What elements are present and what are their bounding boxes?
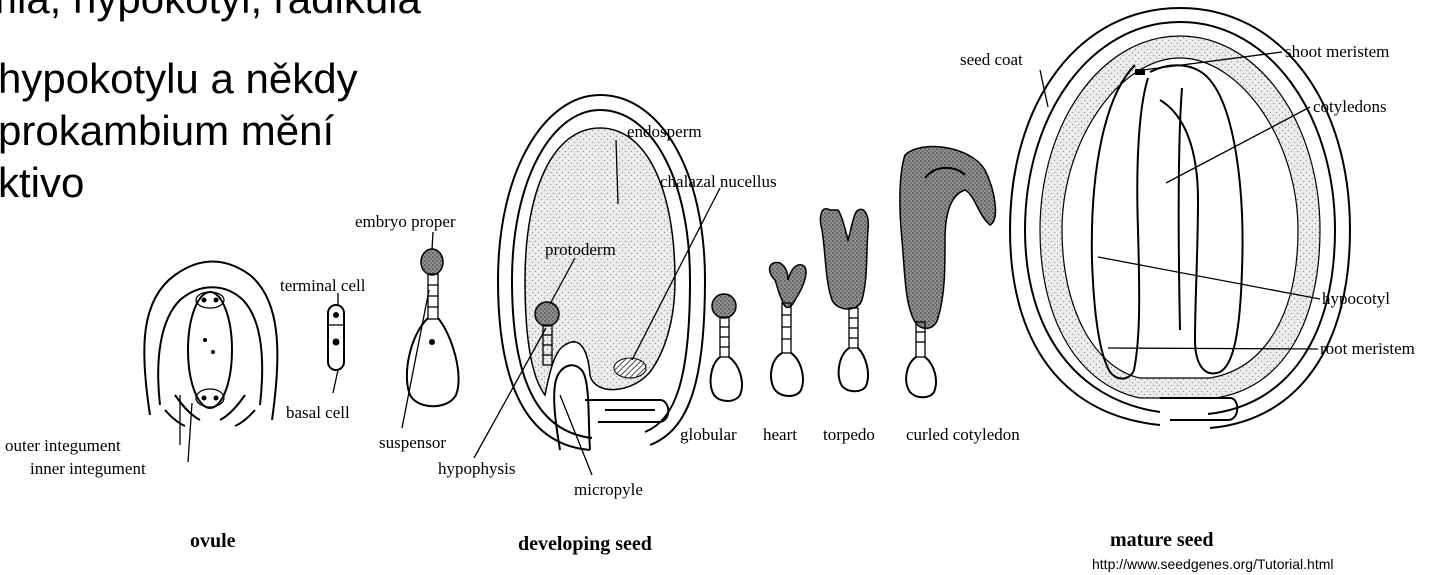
- mature-seed-drawing: [1010, 8, 1350, 428]
- ovule-drawing: [144, 262, 277, 427]
- label-protoderm: protoderm: [545, 240, 616, 259]
- label-curled-cotyledon: curled cotyledon: [906, 425, 1020, 444]
- label-embryo-proper: embryo proper: [355, 212, 456, 231]
- label-outer-integument: outer integument: [5, 436, 121, 455]
- leader-hypocotyl: [1098, 257, 1320, 299]
- label-torpedo: torpedo: [823, 425, 875, 444]
- label-seed-coat: seed coat: [960, 50, 1023, 69]
- label-cotyledons: cotyledons: [1313, 97, 1387, 116]
- label-suspensor: suspensor: [379, 433, 446, 452]
- label-hypocotyl: hypocotyl: [1322, 289, 1390, 308]
- leader-hypophysis: [474, 328, 546, 458]
- leader-seed-coat: [1040, 70, 1048, 107]
- label-endosperm: endosperm: [627, 122, 702, 141]
- label-shoot-meristem: shoot meristem: [1285, 42, 1389, 61]
- label-root-meristem: root meristem: [1320, 339, 1415, 358]
- leader-suspensor: [402, 290, 429, 428]
- label-heart: heart: [763, 425, 797, 444]
- label-terminal-cell: terminal cell: [280, 276, 366, 295]
- globular-embryo: [711, 294, 742, 401]
- zygote-drawing: [328, 305, 344, 370]
- early-embryo-drawing: [407, 249, 459, 406]
- curled-cotyledon-embryo: [900, 147, 996, 398]
- leader-embryo-proper: [432, 232, 433, 250]
- leader-basal-cell: [333, 370, 338, 393]
- developing-seed-drawing: [498, 95, 705, 450]
- stage-title-developing-seed: developing seed: [518, 533, 652, 555]
- label-hypophysis: hypophysis: [438, 459, 515, 478]
- label-chalazal-nucellus: chalazal nucellus: [660, 172, 777, 191]
- label-inner-integument: inner integument: [30, 459, 146, 478]
- stage-title-ovule: ovule: [190, 530, 236, 552]
- source-url: http://www.seedgenes.org/Tutorial.html: [1092, 556, 1334, 572]
- heart-embryo: [770, 262, 806, 396]
- leader-micropyle: [560, 395, 592, 475]
- label-basal-cell: basal cell: [286, 403, 350, 422]
- stage-title-mature-seed: mature seed: [1110, 529, 1214, 551]
- label-micropyle: micropyle: [574, 480, 643, 499]
- label-globular: globular: [680, 425, 737, 444]
- torpedo-embryo: [820, 209, 868, 392]
